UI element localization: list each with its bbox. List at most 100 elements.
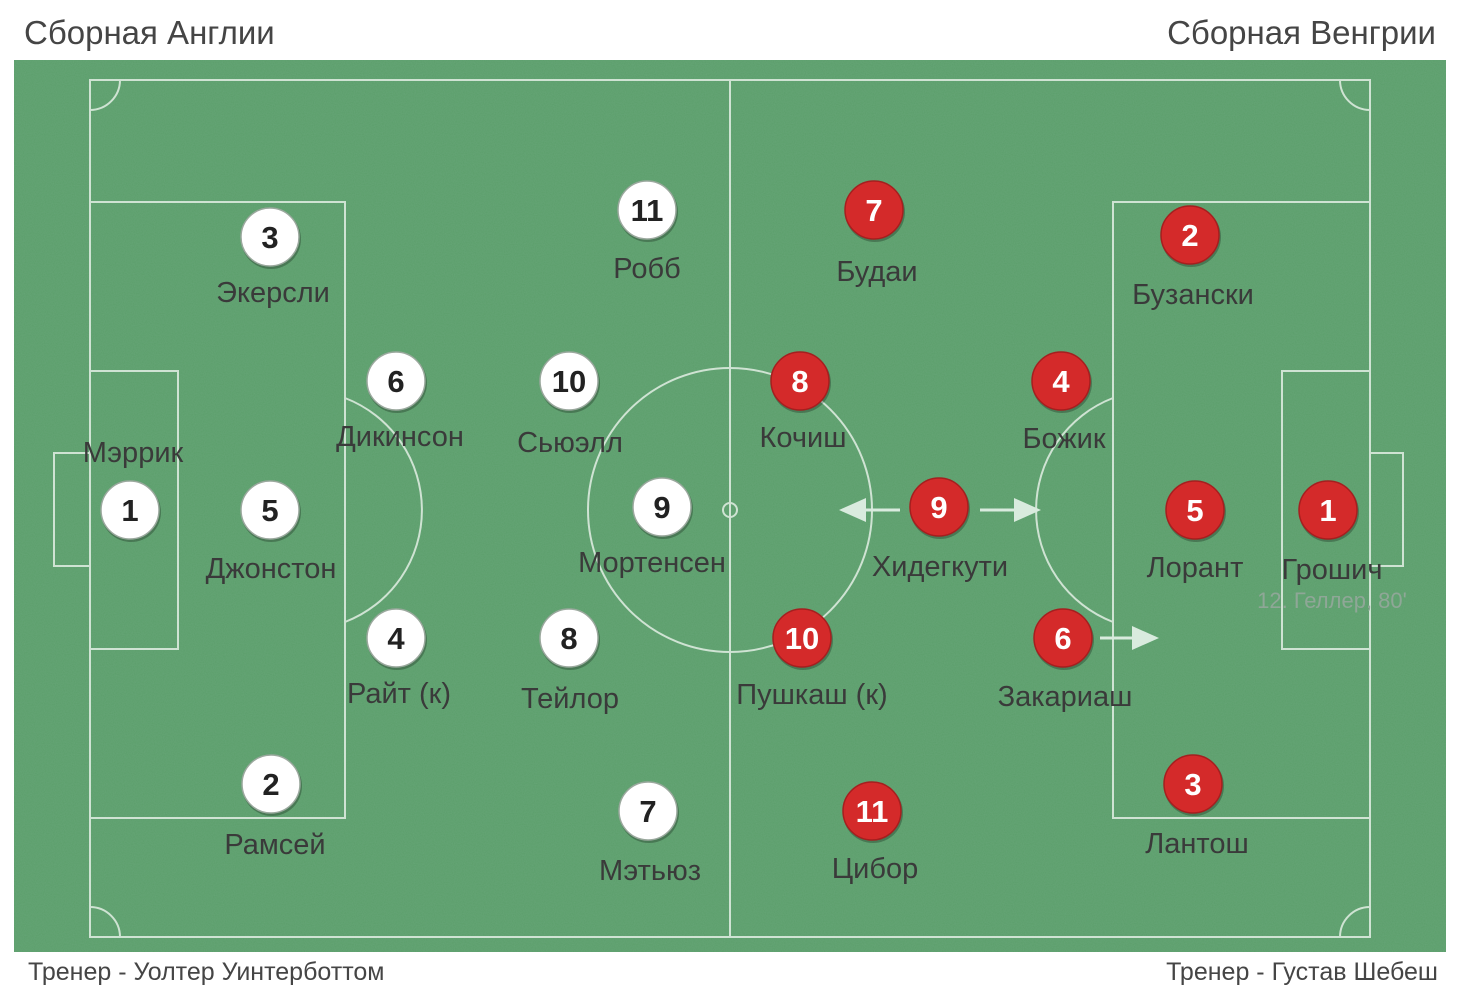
player-name: Божик — [1022, 423, 1105, 455]
player-marker — [1163, 754, 1223, 814]
player-name: Бузански — [1132, 279, 1254, 311]
player-name: Робб — [613, 253, 680, 285]
player-number: 8 — [791, 364, 808, 399]
player-name: Кочиш — [760, 422, 847, 454]
player-number: 8 — [560, 621, 577, 656]
player-number: 1 — [121, 493, 138, 528]
player-marker — [772, 608, 832, 668]
player-name: Мортенсен — [578, 547, 726, 579]
player-number: 2 — [262, 767, 279, 802]
player-marker — [632, 477, 692, 537]
player-name: Цибор — [832, 853, 919, 885]
players-layer: 1Мэррик3Экерсли5Джонстон2Рамсей6Дикинсон… — [83, 180, 1407, 887]
player-number: 10 — [785, 621, 819, 656]
player-number: 6 — [1054, 621, 1071, 656]
player-number: 5 — [1186, 493, 1203, 528]
left-goal — [53, 452, 91, 567]
player-marker — [539, 608, 599, 668]
england-player: 1 Мэррик — [83, 437, 184, 542]
player-marker — [1298, 480, 1358, 540]
player-number: 7 — [865, 193, 882, 228]
corner-arc-top-left — [89, 79, 121, 111]
left-penalty-arc — [344, 397, 423, 623]
player-name: Грошич — [1282, 554, 1383, 586]
player-marker — [1160, 205, 1220, 265]
pitch-markings — [53, 79, 1404, 938]
player-marker — [240, 207, 300, 267]
player-name: Тейлор — [521, 683, 619, 715]
player-number: 11 — [631, 193, 664, 228]
player-number: 11 — [856, 794, 889, 829]
corner-arc-bottom-right — [1339, 906, 1371, 938]
player-name: Пушкаш (к) — [736, 679, 887, 711]
player-name: Закариаш — [998, 681, 1133, 713]
player-name: Сьюэлл — [517, 427, 623, 459]
player-number: 10 — [552, 364, 586, 399]
player-marker — [1033, 608, 1093, 668]
player-number: 7 — [639, 794, 656, 829]
player-marker — [539, 351, 599, 411]
player-marker — [844, 180, 904, 240]
player-name: Мэтьюз — [599, 855, 701, 887]
corner-arc-bottom-left — [89, 906, 121, 938]
player-name: Дикинсон — [336, 421, 464, 453]
england-coach: Тренер - Уолтер Уинтерботтом — [28, 958, 385, 986]
player-number: 2 — [1181, 218, 1198, 253]
center-spot — [722, 502, 738, 518]
player-marker — [842, 781, 902, 841]
player-name: Райт (к) — [347, 678, 451, 710]
player-number: 3 — [1184, 767, 1201, 802]
player-number: 1 — [1319, 493, 1336, 528]
player-marker — [618, 781, 678, 841]
substitution-note: 12. Геллер, 80' — [1257, 588, 1407, 613]
player-marker — [241, 754, 301, 814]
corner-arc-top-right — [1339, 79, 1371, 111]
player-marker — [909, 477, 969, 537]
player-number: 5 — [261, 493, 278, 528]
player-number: 9 — [653, 490, 670, 525]
player-marker — [366, 608, 426, 668]
player-name: Рамсей — [224, 829, 325, 861]
player-number: 9 — [930, 490, 947, 525]
player-name: Мэррик — [83, 437, 184, 469]
player-marker — [100, 480, 160, 540]
movement-arrows — [839, 498, 1159, 650]
player-marker — [617, 180, 677, 240]
england-team-title: Сборная Англии — [24, 14, 275, 51]
player-name: Джонстон — [206, 553, 337, 585]
player-name: Лантош — [1145, 828, 1249, 860]
player-number: 3 — [261, 220, 278, 255]
hungary-team-title: Сборная Венгрии — [1167, 14, 1436, 51]
player-name: Лорант — [1147, 552, 1244, 584]
player-number: 4 — [387, 621, 405, 656]
player-number: 4 — [1052, 364, 1070, 399]
player-name: Будаи — [836, 256, 917, 288]
player-marker — [240, 480, 300, 540]
player-name: Экерсли — [216, 277, 330, 309]
player-marker — [1165, 480, 1225, 540]
hungary-coach: Тренер - Густав Шебеш — [1166, 958, 1438, 986]
right-goal — [1369, 452, 1404, 567]
player-marker — [770, 351, 830, 411]
player-marker — [1031, 351, 1091, 411]
